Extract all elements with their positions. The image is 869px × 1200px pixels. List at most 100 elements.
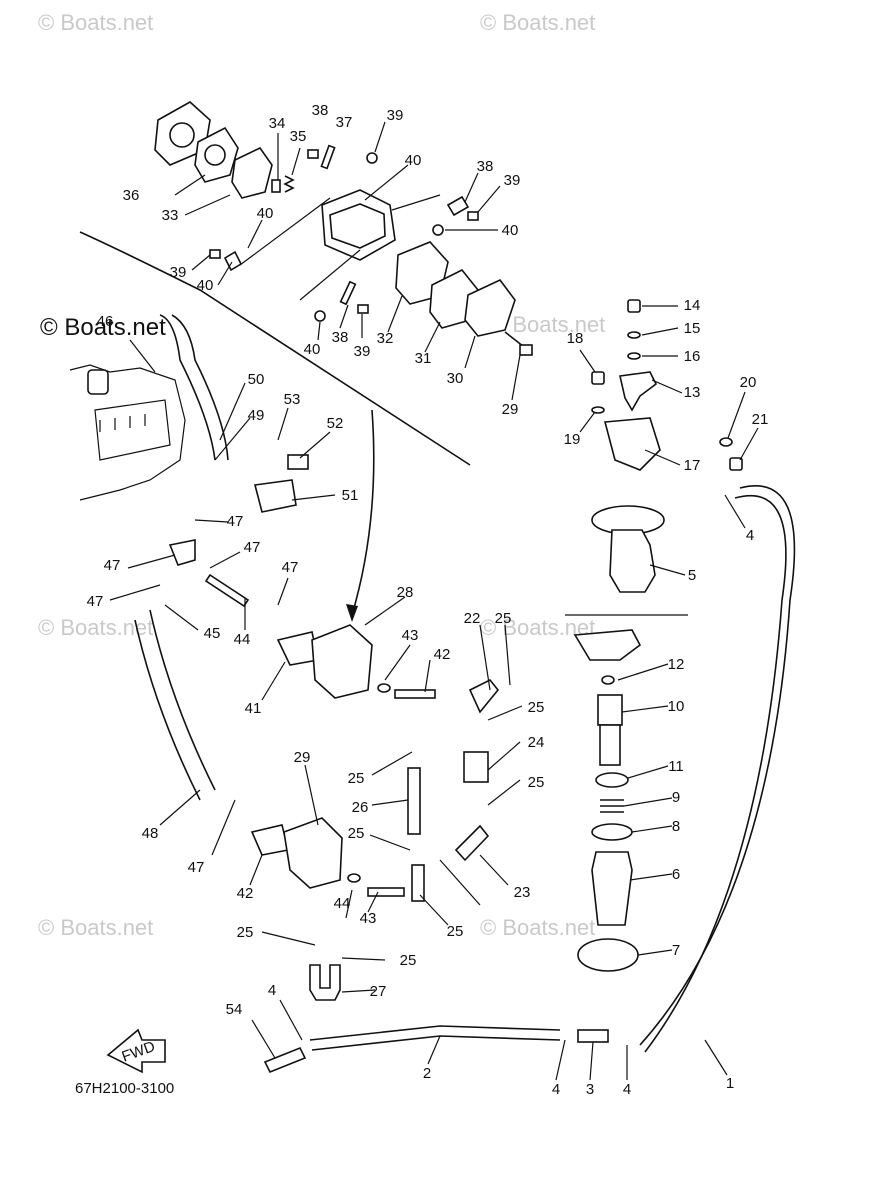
callout-label: 12: [668, 656, 685, 673]
callout-label: 40: [502, 222, 519, 239]
callout-label: 30: [447, 370, 464, 387]
connector-55: [263, 1046, 307, 1074]
callout-label: 9: [672, 789, 680, 806]
callout-label: 17: [684, 457, 701, 474]
joint-48: [168, 539, 196, 566]
callout-label: 49: [248, 407, 265, 424]
callout-label: 36: [123, 187, 140, 204]
callout-label: 43: [360, 910, 377, 927]
fuel-pump-29b: [283, 817, 343, 889]
callout-label: 40: [405, 152, 422, 169]
callout-label: 38: [312, 102, 329, 119]
callout-label: 34: [269, 115, 286, 132]
spring-36: [283, 175, 295, 193]
hose-22: [468, 678, 500, 714]
callout-label: 55: [0, 0, 8, 4]
callout-label: 19: [564, 431, 581, 448]
callout-label: 52: [327, 415, 344, 432]
callout-label: 48: [142, 825, 159, 842]
callout-label: 53: [284, 391, 301, 408]
callout-label: 35: [290, 128, 307, 145]
seal-35: [271, 179, 281, 193]
callout-label: 20: [740, 374, 757, 391]
callout-label: 47: [87, 593, 104, 610]
callout-label: 42: [237, 885, 254, 902]
callout-label: 33: [162, 207, 179, 224]
callout-label: 44: [334, 895, 351, 912]
callout-label: 6: [672, 866, 680, 883]
callout-label: 21: [752, 411, 769, 428]
callout-label: 4: [746, 527, 754, 544]
element-10: [597, 694, 623, 726]
hose-28: [309, 964, 341, 1001]
callout-label: 45: [204, 625, 221, 642]
callout-label: 39: [170, 264, 187, 281]
watermark: © Boats.net: [38, 615, 154, 640]
callout-label: 3: [586, 1081, 594, 1098]
watermark: © Boats.net: [38, 10, 154, 35]
callout-label: 8: [672, 818, 680, 835]
watermark: © Boats.net: [480, 10, 596, 35]
leader-lines: [109, 121, 759, 1081]
fwd-arrow: [106, 1028, 166, 1074]
callout-label: 42: [434, 646, 451, 663]
callout-label: 40: [257, 205, 274, 222]
section-divider-line: [79, 231, 471, 466]
reference-arrow-line: [351, 409, 375, 616]
callout-label: 47: [244, 539, 261, 556]
callout-label: 5: [688, 567, 696, 584]
hose-49: [149, 609, 216, 791]
callout-label: 4: [552, 1081, 560, 1098]
washer-11: [595, 772, 629, 788]
callout-label: 29: [294, 749, 311, 766]
hose-51: [159, 314, 216, 461]
filter-24: [463, 751, 489, 783]
callout-label: 47: [104, 557, 121, 574]
callout-label: 1: [726, 1075, 734, 1092]
joint-3: [577, 1029, 609, 1043]
callout-label: 50: [248, 371, 265, 388]
callout-label: 39: [504, 172, 521, 189]
bolt-14: [627, 299, 641, 313]
callout-label: 54: [226, 1001, 243, 1018]
diagram-code: 67H2100-3100: [75, 1080, 175, 1097]
callout-label: 11: [668, 758, 684, 775]
hose-23: [454, 824, 490, 862]
plate: [231, 146, 273, 199]
callout-label: 46: [97, 313, 114, 330]
bolt-20: [729, 457, 743, 471]
bracket-52: [253, 479, 297, 513]
callout-label: 37: [336, 114, 353, 131]
gasket-42b: [250, 824, 289, 856]
fuel-pump-29: [311, 624, 373, 699]
bracket-17: [603, 417, 661, 471]
callout-label: 47: [282, 559, 299, 576]
callout-label: 25: [495, 610, 512, 627]
callout-label: 15: [684, 320, 701, 337]
callout-label: 43: [402, 627, 419, 644]
o-ring-8: [591, 823, 633, 841]
callout-label: 18: [567, 330, 584, 347]
bracket-13: [619, 371, 658, 412]
callout-label: 38: [332, 329, 349, 346]
callout-label: 13: [684, 384, 701, 401]
hose-27: [407, 767, 421, 835]
callout-label: 25: [400, 952, 417, 969]
callout-label: 26: [352, 799, 369, 816]
callout-label: 23: [514, 884, 531, 901]
hose-2: [309, 1025, 561, 1041]
callout-label: 47: [227, 513, 244, 530]
callout-label: 4: [623, 1081, 631, 1098]
callout-label: 39: [354, 343, 371, 360]
fuel-filter-group: [565, 299, 743, 972]
callout-label: 38: [477, 158, 494, 175]
callout-label: 28: [397, 584, 414, 601]
callout-label: 25: [348, 770, 365, 787]
callout-label: 41: [245, 700, 262, 717]
callout-label: 16: [684, 348, 701, 365]
watermark: © Boats.net: [38, 915, 154, 940]
callout-label: 40: [197, 277, 214, 294]
callout-label: 10: [668, 698, 685, 715]
bolt-43: [394, 689, 436, 699]
callout-label: 39: [387, 107, 404, 124]
